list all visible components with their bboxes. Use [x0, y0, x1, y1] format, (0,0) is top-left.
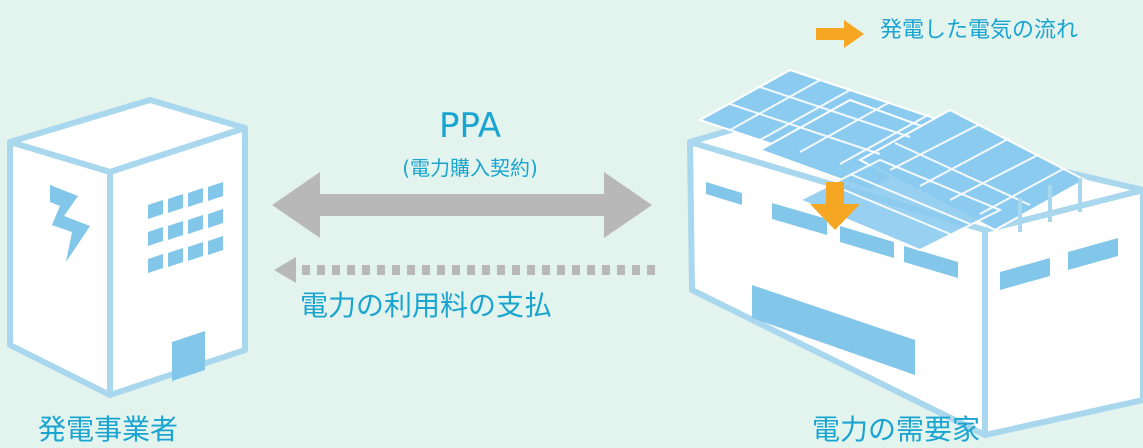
solar-panels: [697, 68, 1088, 252]
producer-door: [172, 331, 205, 381]
legend-arrow-icon: [816, 20, 864, 48]
payment-label: 電力の利用料の支払: [300, 289, 553, 322]
consumer-windows: [706, 182, 1118, 290]
solar-panel-supports: [1018, 178, 1082, 232]
ppa-double-arrow: [272, 172, 652, 238]
legend-label: 発電した電気の流れ: [880, 18, 1079, 43]
producer-windows: [148, 182, 223, 273]
producer-building: [7, 97, 248, 398]
ppa-subtitle: (電力購入契約): [402, 156, 538, 180]
ppa-title: PPA: [438, 106, 502, 146]
producer-label: 発電事業者: [38, 413, 179, 446]
payment-dotted-arrow: [274, 257, 655, 283]
consumer-label: 電力の需要家: [812, 413, 981, 446]
lightning-icon: [50, 185, 90, 262]
consumer-shutter-door: [752, 285, 915, 375]
energy-flow-arrow: [810, 182, 860, 230]
